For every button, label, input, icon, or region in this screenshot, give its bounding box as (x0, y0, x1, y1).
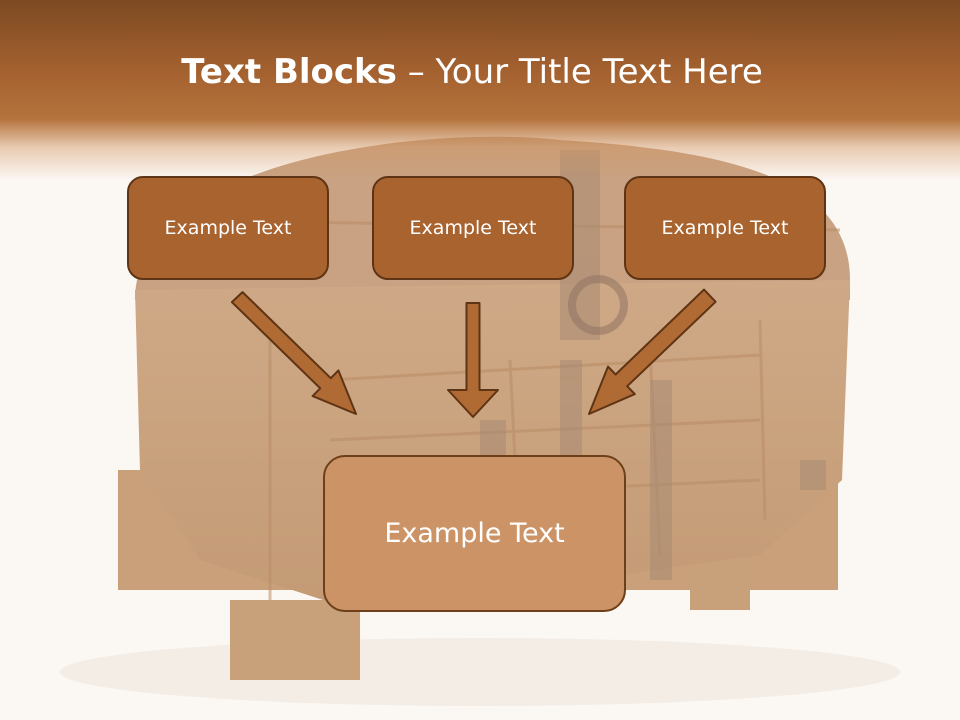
text-box-right-label: Example Text (661, 217, 789, 239)
text-box-center[interactable]: Example Text (372, 176, 574, 280)
title-separator: – (396, 52, 436, 92)
text-box-left-label: Example Text (164, 217, 292, 239)
arrow-center (447, 302, 499, 418)
text-box-bottom-label: Example Text (384, 518, 565, 549)
text-box-center-label: Example Text (409, 217, 537, 239)
text-box-left[interactable]: Example Text (127, 176, 329, 280)
arrow-right (588, 288, 717, 415)
title-bold: Text Blocks (181, 52, 397, 92)
arrow-left (230, 291, 357, 415)
title-rest: Your Title Text Here (435, 52, 763, 92)
title-band (0, 0, 960, 180)
text-box-bottom[interactable]: Example Text (323, 455, 626, 612)
text-box-right[interactable]: Example Text (624, 176, 826, 280)
slide-title: Text Blocks – Your Title Text Here (0, 52, 944, 92)
